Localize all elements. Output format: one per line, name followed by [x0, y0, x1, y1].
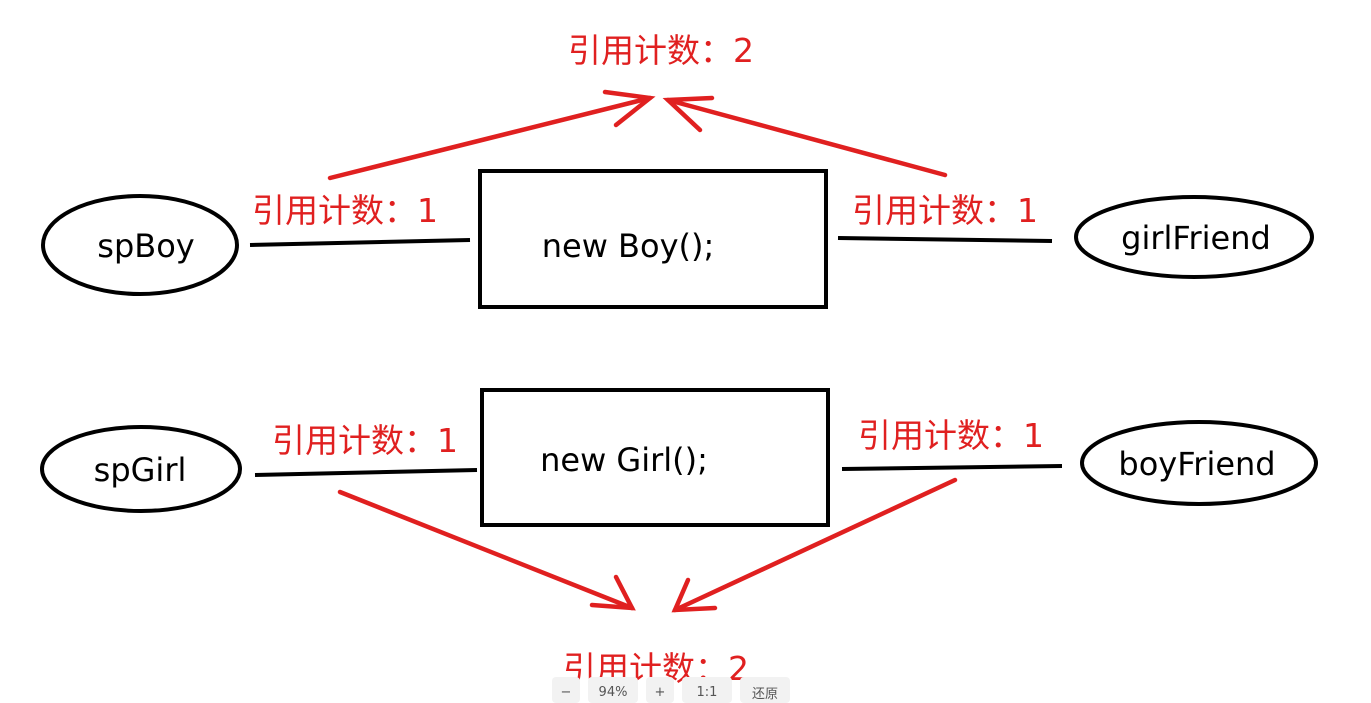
boy-right-count-label: 引用计数：1: [852, 191, 1038, 230]
spgirl-reference-line: [254, 468, 478, 477]
boy-left-arrowhead: [602, 89, 656, 128]
image-viewer-toolbar: − 94% + 1:1 还原: [552, 677, 790, 703]
zoom-out-button[interactable]: −: [552, 677, 580, 703]
zoom-level-display: 94%: [588, 677, 638, 703]
spboy-ellipse: [41, 194, 239, 296]
girl-left-arrowhead: [589, 574, 636, 611]
girlfriend-label: girlFriend: [1121, 219, 1271, 257]
girl-right-arrowhead: [671, 577, 718, 613]
girl-right-arrow-shaft: [672, 477, 958, 613]
new-boy-label: new Boy();: [542, 227, 715, 265]
zoom-in-button[interactable]: +: [646, 677, 674, 703]
girlfriend-ellipse: [1074, 195, 1314, 279]
new-boy-box: [478, 169, 828, 309]
actual-size-button[interactable]: 1:1: [682, 677, 732, 703]
girlfriend-reference-line: [837, 236, 1053, 243]
boy-left-count-label: 引用计数：1: [252, 191, 438, 230]
top-total-count-label: 引用计数：2: [568, 31, 754, 70]
spboy-label: spBoy: [97, 227, 194, 265]
new-girl-box: [480, 388, 830, 527]
girl-left-arrow-shaft: [337, 489, 635, 611]
boyfriend-reference-line: [841, 464, 1063, 471]
spgirl-label: spGirl: [94, 451, 187, 489]
boyfriend-ellipse: [1080, 420, 1318, 506]
boy-right-arrow-shaft: [665, 97, 948, 178]
spboy-reference-line: [249, 238, 471, 247]
girl-left-count-label: 引用计数：1: [272, 421, 458, 460]
new-girl-label: new Girl();: [540, 441, 708, 479]
boy-left-arrow-shaft: [327, 95, 653, 181]
girl-right-count-label: 引用计数：1: [858, 416, 1044, 455]
restore-button[interactable]: 还原: [740, 677, 790, 703]
spgirl-ellipse: [40, 425, 242, 513]
boyfriend-label: boyFriend: [1118, 445, 1275, 483]
boy-right-arrowhead: [662, 95, 715, 133]
